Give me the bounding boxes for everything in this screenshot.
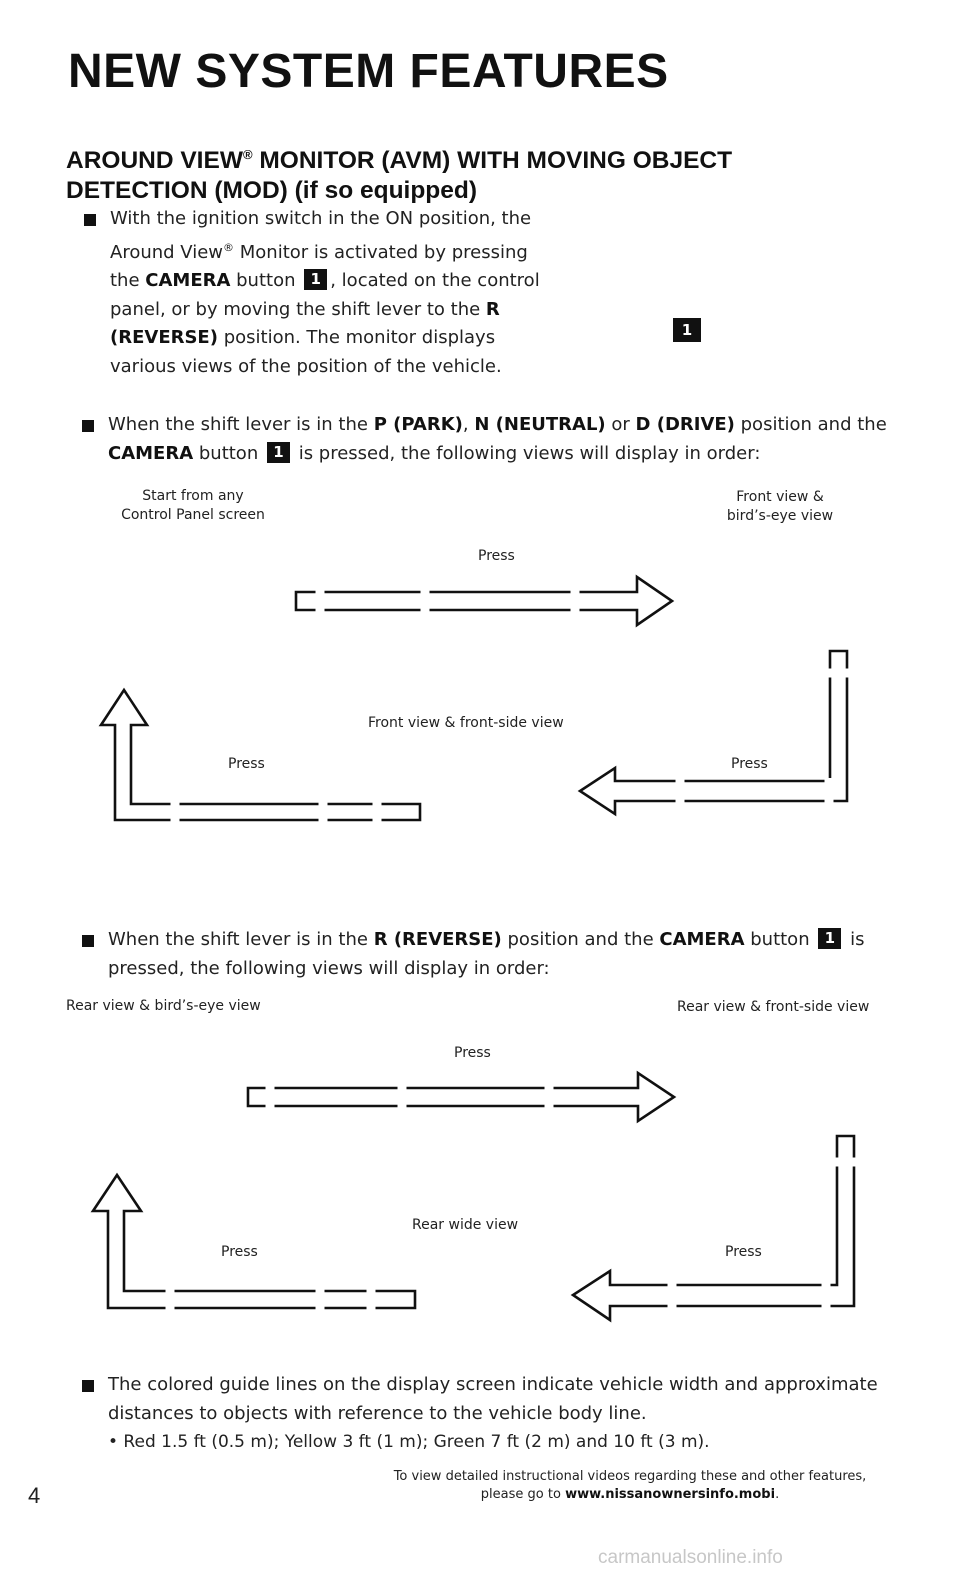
diagram1-arrow-down-left [577,649,850,817]
diagram1-press-right: Press [731,756,768,772]
page-number: 4 [28,1483,41,1508]
diagram2-arrow-down-left [570,1134,857,1323]
footer-url-link[interactable]: www.nissanownersinfo.mobi [565,1487,776,1502]
diagram2-center-label: Rear wide view [412,1217,519,1233]
diagram2-press-left: Press [221,1244,258,1260]
footer-note: To view detailed instructional videos re… [393,1469,867,1502]
diagram2-left-label: Rear view & bird’s-eye view [66,998,261,1014]
diagram2-arrow-right [246,1070,677,1124]
diagram2-arrow-up-left [90,1172,417,1311]
section-title: AROUND VIEW® MONITOR (AVM) WITH MOVING O… [66,140,866,206]
diagram2-right-label: Rear view & front-side view [677,999,870,1015]
diagram1-front-birds-label: Front view & bird’s-eye view [726,489,834,524]
bullet-avm-activation: With the ignition switch in the ON posit… [84,205,555,381]
bullet-square-icon [82,935,94,947]
reverse-ref: R (REVERSE) [110,298,500,349]
callout-badge: 1 [818,928,842,949]
distance-list: • Red 1.5 ft (0.5 m); Yellow 3 ft (1 m);… [108,1432,710,1452]
bullet-square-icon [82,420,94,432]
diagram1-arrow-right [294,574,675,628]
bullet-reverse-sequence: When the shift lever is in the R (REVERS… [82,926,898,983]
bullet-guide-lines: The colored guide lines on the display s… [82,1371,898,1457]
bullet-park-sequence: When the shift lever is in the P (PARK),… [82,411,898,468]
diagram2-press-top: Press [454,1045,491,1061]
diagram2-press-right: Press [725,1244,762,1260]
callout-badge: 1 [266,441,290,463]
diagram1-arrow-up-left [98,687,422,823]
page-title: NEW SYSTEM FEATURES [68,45,669,98]
bullet-square-icon [82,1380,94,1392]
section-title-part2: MONITOR (AVM) WITH MOVING OBJECT DETECTI… [66,147,733,205]
callout-badge: 1 [304,269,328,290]
registered-mark: ® [242,147,253,162]
diagram1-press-left: Press [228,756,265,772]
camera-button-ref: CAMERA [145,270,231,291]
section-title-part1: AROUND VIEW [66,147,243,175]
bullet-square-icon [84,214,96,226]
watermark: carmanualsonline.info [598,1547,783,1568]
diagram1-start-label: Start from any Control Panel screen [121,488,265,523]
diagram1-press-top: Press [478,548,515,564]
image-callout-badge: 1 [673,318,701,342]
diagram1-center-label: Front view & front-side view [368,715,564,731]
